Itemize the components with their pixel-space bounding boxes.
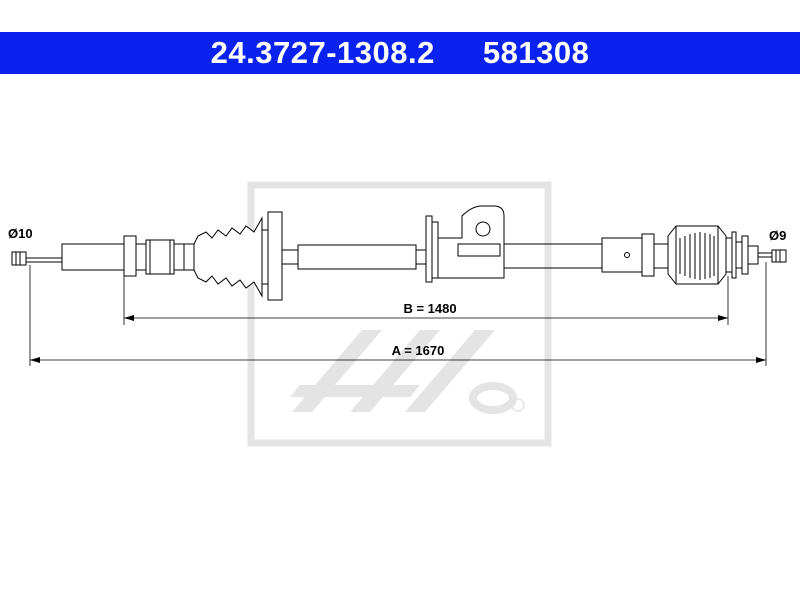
left-end-fitting (11, 235, 195, 277)
rubber-boot (193, 211, 283, 301)
mounting-bracket (425, 205, 512, 283)
dimension-a (30, 357, 766, 363)
right-sleeve (512, 233, 669, 277)
extension-lines (29, 262, 767, 366)
right-end-fitting (725, 231, 787, 279)
right-diameter-label: Ø9 (769, 228, 786, 243)
part-number: 24.3727-1308.2 (210, 35, 435, 70)
dimension-b-label: B = 1480 (403, 301, 456, 316)
ribbed-cone (667, 225, 727, 285)
cable-assembly (11, 205, 787, 301)
cable-sleeve (282, 244, 426, 270)
left-diameter-label: Ø10 (8, 226, 33, 241)
dimension-b (124, 315, 728, 321)
ate-watermark-logo (247, 181, 552, 447)
header-bar: 24.3727-1308.2 581308 (0, 32, 800, 74)
dimension-a-label: A = 1670 (392, 343, 445, 358)
reference-number: 581308 (482, 35, 590, 70)
